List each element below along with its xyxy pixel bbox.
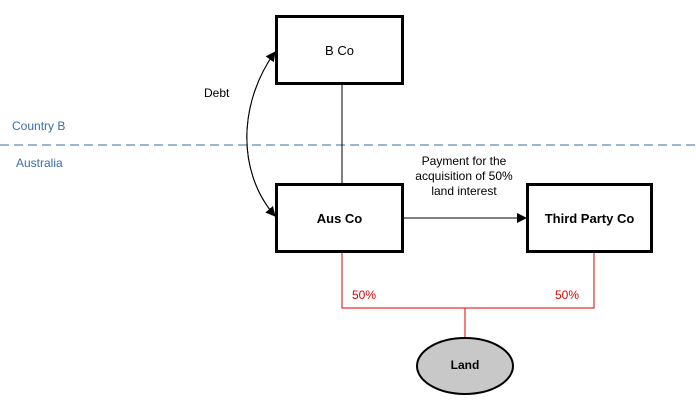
- third-party-co-label: Third Party Co: [544, 210, 635, 226]
- payment-label-line-3: land interest: [431, 184, 497, 198]
- debt-arrow: [246, 51, 276, 217]
- payment-label: Payment for the acquisition of 50% land …: [404, 154, 524, 199]
- third-party-ownership-pct: 50%: [555, 288, 580, 302]
- payment-label-line-1: Payment for the: [421, 154, 507, 168]
- debt-label: Debt: [204, 86, 230, 100]
- region-australia: Australia: [16, 156, 63, 170]
- land-label: Land: [450, 358, 480, 372]
- debt-arrow-head-top: [246, 51, 276, 217]
- ownership-lines: [341, 252, 595, 309]
- payment-label-line-2: acquisition of 50%: [415, 169, 513, 183]
- land-ellipse: [416, 337, 514, 395]
- aus-co-box[interactable]: Aus Co: [275, 183, 404, 253]
- region-country-b: Country B: [12, 119, 66, 133]
- aus-co-ownership-pct: 50%: [352, 288, 377, 302]
- b-co-box[interactable]: B Co: [275, 15, 404, 85]
- third-party-co-box[interactable]: Third Party Co: [526, 183, 653, 253]
- b-co-label: B Co: [325, 42, 354, 58]
- aus-co-label: Aus Co: [316, 210, 363, 226]
